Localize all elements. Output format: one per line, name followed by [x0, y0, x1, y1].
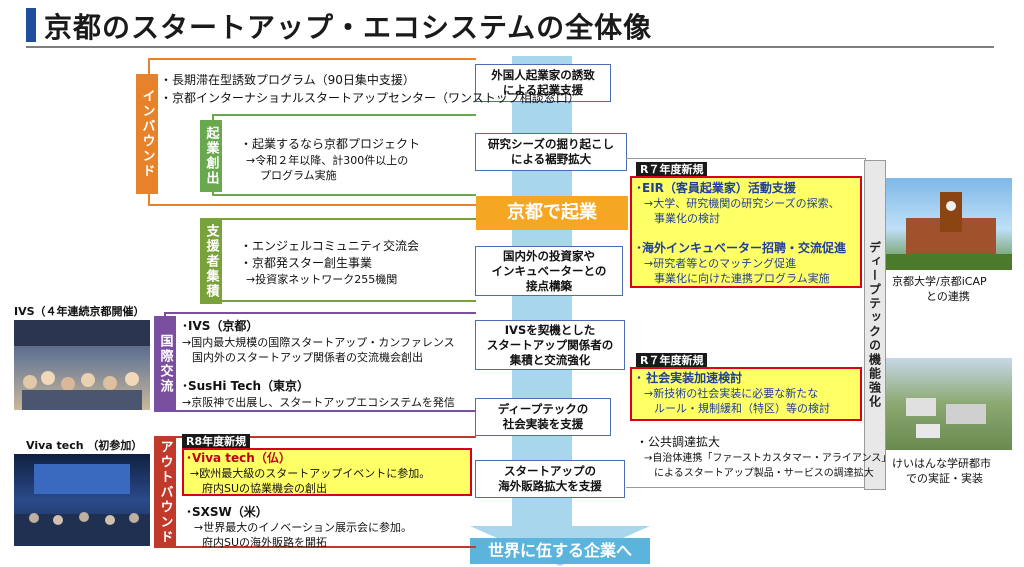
kyoto-caption-line-2: との連携: [926, 290, 970, 303]
right-social-box: [630, 367, 862, 421]
center-box-4: IVSを契機とした スタートアップ関係者の 集積と交流強化: [475, 320, 625, 370]
inbound-line-2: ・京都インターナショナルスタートアップセンター（ワンストップ相談窓口）: [160, 91, 580, 105]
right-eir-box: [630, 176, 862, 288]
outbound-new-tag: R8年度新規: [182, 434, 251, 449]
kigyo-label: 起業創出: [200, 120, 222, 192]
shien-line-3: →投資家ネットワーク255機関: [246, 273, 398, 286]
inbound-line-1: ・長期滞在型誘致プログラム（90日集中支援）: [160, 73, 415, 87]
kokusai-ivs-line-2: 国内外のスタートアップ関係者の交流機会創出: [192, 351, 423, 364]
outbound-viva-line-1: →欧州最大級のスタートアップイベントに参加。: [190, 467, 431, 480]
outbound-viva-box: [182, 448, 472, 496]
center-box-5-line-1: ディープテックの: [497, 402, 589, 416]
center-box-1: 外国人起業家の誘致 による起業支援: [475, 64, 611, 102]
title-accent-bar: [26, 8, 36, 42]
center-box-4-line-3: 集積と交流強化: [509, 352, 591, 367]
center-box-6-line-2: 海外販路拡大を支援: [498, 479, 602, 493]
center-box-1-line-1: 外国人起業家の誘致: [491, 68, 595, 82]
center-box-2-line-1: 研究シーズの掘り起こし: [488, 137, 614, 151]
shien-label: 支援者集積: [200, 218, 222, 304]
outbound-sxsw-title: ･SXSW（米）: [186, 505, 268, 519]
title-divider: [26, 46, 994, 48]
kokusai-ivs-title: ･IVS（京都）: [182, 319, 259, 333]
outbound-sxsw-line-2: 府内SUの海外販路を開拓: [202, 536, 328, 549]
right-proc-line-1: →自治体連携「ファーストカスタマー・アライアンス」: [644, 453, 892, 464]
center-box-6-line-1: スタートアップの: [504, 464, 596, 478]
kigyo-line-1: ・起業するなら京都プロジェクト: [240, 137, 421, 151]
shien-line-2: ・京都発スター創生事業: [240, 256, 373, 270]
right-social-title: ･ 社会実装加速検討: [636, 371, 743, 385]
kyoto-university-photo: [886, 178, 1012, 270]
kigyo-line-2: →令和２年以降、計300件以上の: [246, 154, 409, 167]
kyoto-caption-line-1: 京都大学/京都iCAP: [892, 275, 987, 288]
vivatech-event-photo: [14, 454, 150, 546]
outbound-viva-line-2: 府内SUの協業機会の創出: [202, 482, 328, 495]
center-box-4-line-1: IVSを契機とした: [504, 322, 596, 337]
ivs-photo-caption: IVS（４年連続京都開催）: [14, 305, 145, 318]
center-box-4-line-2: スタートアップ関係者の: [486, 337, 614, 352]
kokusai-sushi-title: ･SusHi Tech（東京）: [182, 379, 310, 393]
outbound-viva-title: ･Viva tech（仏）: [186, 451, 291, 465]
right-proc-line-2: によるスタートアップ製品・サービスの調達拡大: [654, 468, 874, 479]
kokusai-ivs-line-1: →国内最大規模の国際スタートアップ・カンファレンス: [182, 336, 455, 349]
right-incub-title: ･海外インキュベーター招聘・交流促進: [636, 241, 847, 255]
keihanna-aerial-photo: [886, 358, 1012, 450]
center-box-2: 研究シーズの掘り起こし による裾野拡大: [475, 133, 627, 171]
center-box-3-line-2: インキュベーターとの: [491, 263, 607, 278]
center-box-2-line-2: による裾野拡大: [510, 152, 592, 166]
center-box-5: ディープテックの 社会実装を支援: [475, 398, 611, 436]
inbound-label: インバウンド: [136, 74, 158, 194]
bottom-goal-label: 世界に伍する企業へ: [470, 538, 650, 564]
center-box-1-line-2: による起業支援: [502, 83, 584, 97]
outbound-label: アウトバウンド: [154, 436, 176, 548]
right-proc-title: ・公共調達拡大: [636, 435, 721, 449]
ivs-crowd-illustration: [14, 320, 150, 410]
right-new-tag-2: R７年度新規: [636, 353, 708, 368]
ivs-event-photo: [14, 320, 150, 410]
right-incub-line-1: →研究者等とのマッチング促進: [644, 257, 797, 270]
kokusai-sushi-line-1: →京阪神で出展し、スタートアップエコシステムを発信: [182, 396, 455, 409]
right-eir-title: ･EIR（客員起業家）活動支援: [636, 181, 796, 195]
center-box-3: 国内外の投資家や インキュベーターとの 接点構築: [475, 246, 623, 296]
right-social-line-2: ルール・規制緩和（特区）等の検討: [654, 402, 830, 415]
keihanna-caption-line-2: での実証・実装: [906, 472, 983, 485]
right-new-tag-1: R７年度新規: [636, 162, 708, 177]
kokusai-label: 国際交流: [154, 316, 176, 412]
clock-tower-illustration: [886, 192, 1012, 270]
kigyo-line-3: プログラム実施: [260, 169, 337, 182]
right-eir-line-1: →大学、研究機関の研究シーズの探索、: [644, 197, 840, 210]
keihanna-caption-line-1: けいはんな学研都市: [892, 457, 991, 470]
vivatech-hall-illustration: [14, 464, 150, 546]
aerial-city-illustration: [906, 398, 986, 438]
right-eir-line-2: 事業化の検討: [654, 212, 720, 225]
center-box-5-line-2: 社会実装を支援: [502, 417, 584, 431]
center-box-3-line-3: 接点構築: [526, 278, 572, 293]
center-box-6: スタートアップの 海外販路拡大を支援: [475, 460, 625, 498]
right-social-line-1: →新技術の社会実装に必要な新たな: [644, 387, 819, 400]
headline-kyoto-kigyo: 京都で起業: [476, 196, 628, 230]
center-box-3-line-1: 国内外の投資家や: [503, 248, 595, 263]
shien-line-1: ・エンジェルコミュニティ交流会: [240, 239, 420, 253]
viva-photo-caption: Viva tech （初参加）: [26, 439, 143, 452]
page-title: 京都のスタートアップ・エコシステムの全体像: [44, 11, 653, 44]
outbound-sxsw-line-1: →世界最大のイノベーション展示会に参加。: [194, 521, 412, 534]
right-incub-line-2: 事業化に向けた連携プログラム実施: [654, 272, 830, 285]
deeptech-label: ディープテックの機能強化: [864, 160, 886, 490]
